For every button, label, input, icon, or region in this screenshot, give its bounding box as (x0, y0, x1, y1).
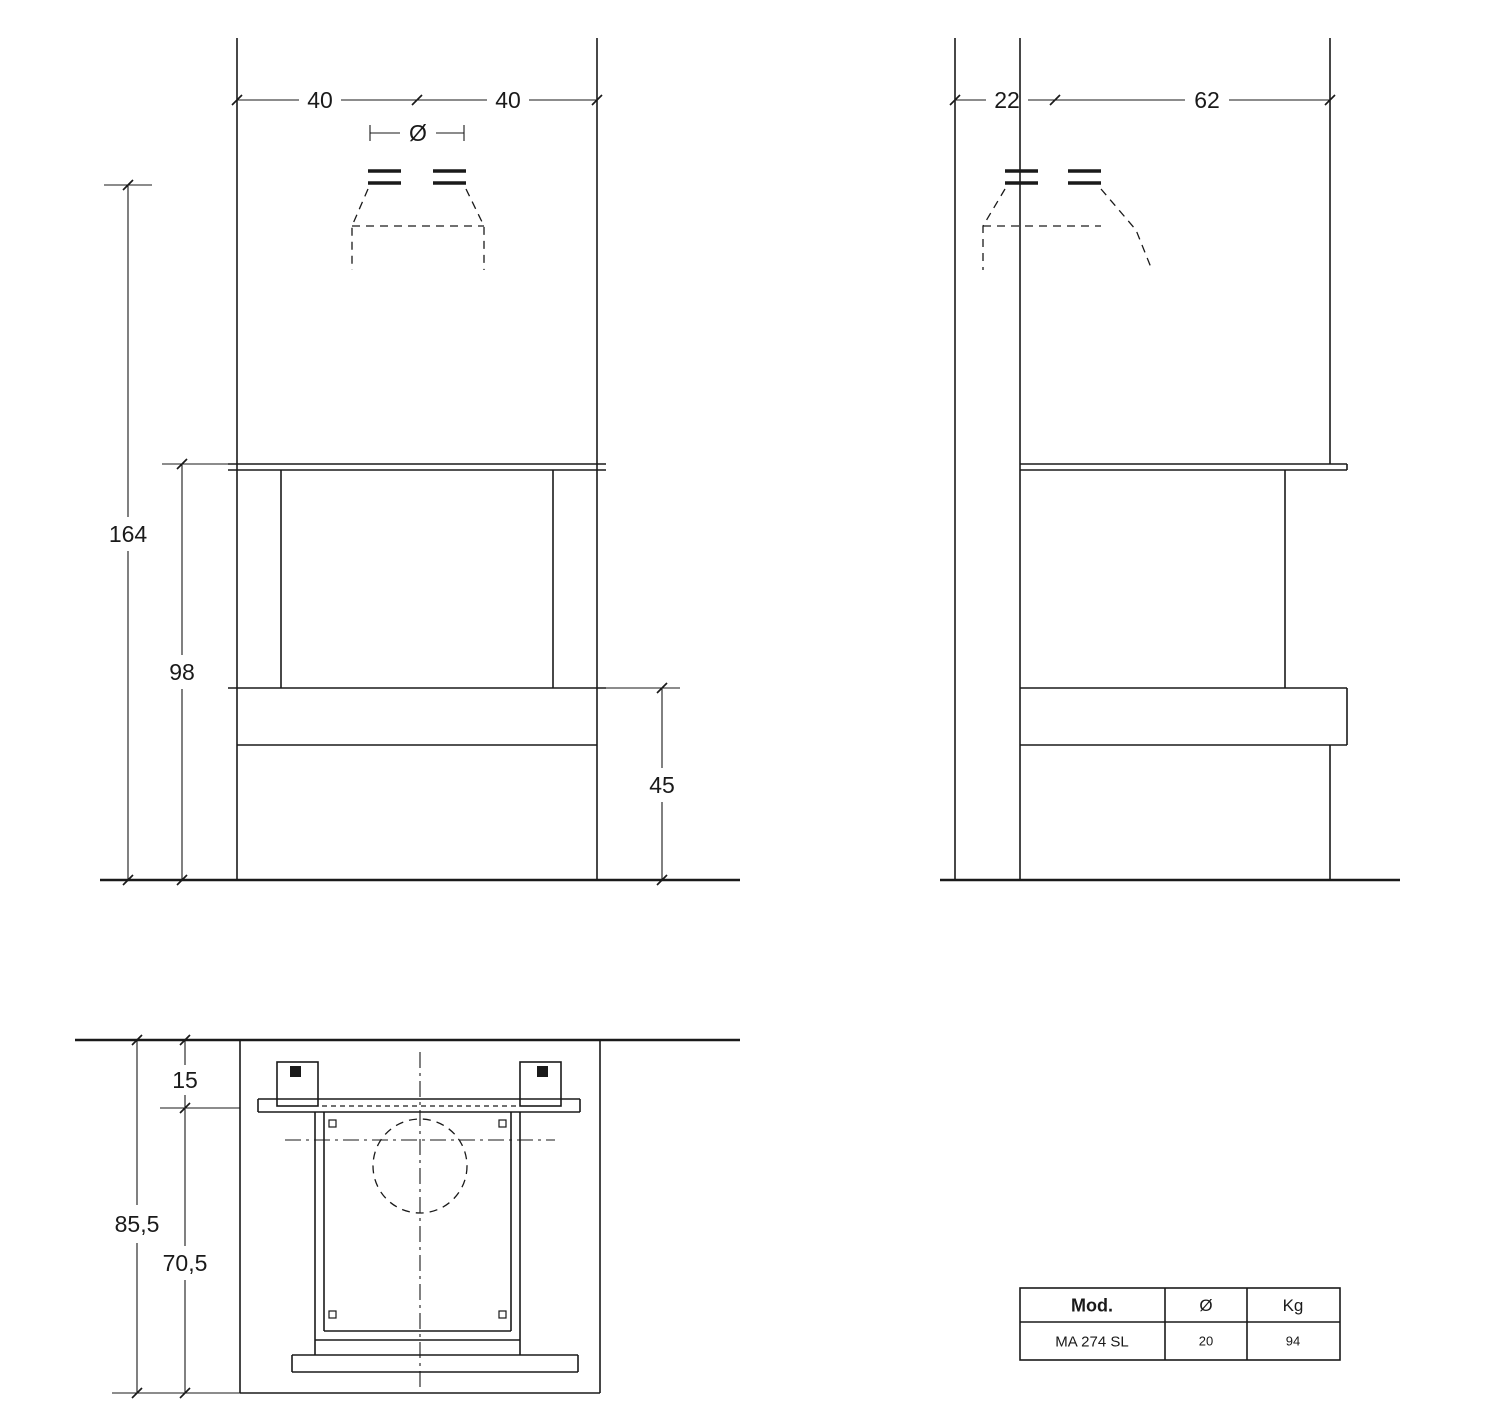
dim-front-right-half: 40 (495, 87, 521, 113)
plan-left-column (276, 1061, 319, 1107)
plan-front-band (257, 1098, 581, 1113)
front-total-height-dimension: 164 (104, 179, 152, 886)
front-view: 40 40 Ø 164 98 (100, 38, 740, 886)
flue-collar-side (1005, 169, 1101, 185)
spec-table: Mod. Ø Kg MA 274 SL 20 94 (1019, 1287, 1341, 1361)
front-opening-height-dimension: 98 (162, 458, 228, 886)
dim-bench-height: 45 (649, 772, 675, 798)
front-top-width-dimension: 40 40 (231, 87, 603, 113)
front-bench-height-dimension: 45 (606, 682, 680, 886)
plan-front-frame (291, 1340, 579, 1373)
dim-wall-to-flue-center: 22 (994, 87, 1020, 113)
flue-skirt-side (982, 188, 1153, 271)
front-flue-diameter-dimension: Ø (369, 120, 465, 146)
dim-wall-to-glass: 15 (172, 1067, 198, 1093)
side-view: 22 62 (940, 38, 1400, 882)
dim-opening-height: 98 (169, 659, 195, 685)
plan-right-column (519, 1061, 562, 1107)
plan-total-depth-dimension: 85,5 (112, 1034, 240, 1399)
side-depth-dimension: 22 62 (949, 87, 1336, 113)
dim-total-height: 164 (109, 521, 148, 547)
flue-skirt-front (351, 188, 485, 270)
table-header-diameter: Ø (1199, 1296, 1212, 1315)
table-header-weight: Kg (1283, 1296, 1304, 1315)
table-value-weight: 94 (1286, 1334, 1300, 1349)
table-value-diameter: 20 (1199, 1334, 1213, 1349)
plan-left-anchor (290, 1066, 301, 1077)
table-header-model: Mod. (1071, 1295, 1113, 1315)
plan-inner-depth-dimensions: 15 70,5 (160, 1034, 240, 1399)
plan-right-anchor (537, 1066, 548, 1077)
flue-collar-front (368, 169, 466, 185)
plan-view: 85,5 15 70,5 (75, 1034, 740, 1399)
dim-total-depth: 85,5 (115, 1211, 160, 1237)
dim-glass-to-front: 70,5 (163, 1250, 208, 1276)
table-value-model: MA 274 SL (1055, 1333, 1128, 1350)
dim-flue-diameter-symbol: Ø (409, 120, 427, 146)
plan-firebox (314, 1112, 521, 1341)
dim-front-left-half: 40 (307, 87, 333, 113)
dim-flue-center-to-front: 62 (1194, 87, 1220, 113)
